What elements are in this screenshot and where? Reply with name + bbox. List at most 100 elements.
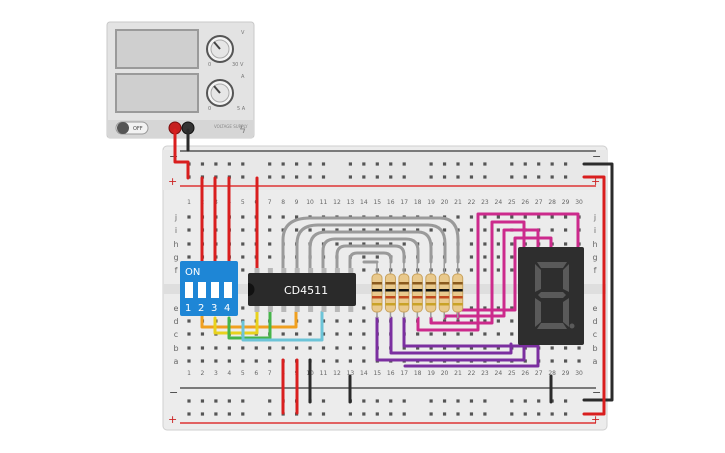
rail-hole[interactable] [187, 412, 191, 416]
breadboard-hole[interactable] [281, 346, 285, 350]
rail-hole[interactable] [375, 162, 379, 166]
rail-hole[interactable] [469, 175, 474, 179]
rail-hole[interactable] [469, 399, 474, 403]
breadboard-hole[interactable] [523, 359, 527, 363]
rail-hole[interactable] [321, 162, 326, 166]
breadboard-hole[interactable] [483, 306, 487, 310]
rail-hole[interactable] [564, 412, 568, 416]
rail-hole[interactable] [348, 162, 352, 166]
breadboard-hole[interactable] [564, 359, 568, 363]
rail-hole[interactable] [483, 175, 487, 179]
breadboard-hole[interactable] [268, 359, 272, 363]
breadboard-hole[interactable] [429, 332, 433, 336]
breadboard-hole[interactable] [348, 242, 352, 246]
rail-hole[interactable] [308, 412, 312, 416]
breadboard-hole[interactable] [577, 359, 581, 363]
current-knob[interactable] [206, 79, 234, 107]
breadboard-hole[interactable] [469, 228, 474, 232]
breadboard-hole[interactable] [564, 228, 568, 232]
wire-gray-arch-4[interactable] [321, 237, 420, 270]
rail-hole[interactable] [402, 162, 406, 166]
breadboard-hole[interactable] [483, 332, 487, 336]
rail-hole[interactable] [537, 162, 541, 166]
rail-hole[interactable] [510, 175, 514, 179]
breadboard-hole[interactable] [510, 255, 514, 259]
breadboard-hole[interactable] [241, 268, 245, 272]
breadboard-hole[interactable] [510, 215, 514, 219]
breadboard-hole[interactable] [496, 332, 500, 336]
breadboard-hole[interactable] [241, 346, 245, 350]
resistor[interactable] [371, 262, 383, 318]
rail-hole[interactable] [268, 175, 272, 179]
rail-hole[interactable] [200, 399, 205, 403]
breadboard-hole[interactable] [241, 228, 245, 232]
breadboard-hole[interactable] [510, 332, 514, 336]
breadboard-hole[interactable] [483, 242, 487, 246]
wire-red-right-loop[interactable] [582, 175, 606, 416]
wire-gray-arch-5[interactable] [335, 244, 406, 270]
breadboard-hole[interactable] [348, 319, 352, 323]
rail-hole[interactable] [241, 399, 245, 403]
rail-hole[interactable] [483, 162, 487, 166]
breadboard-hole[interactable] [295, 332, 299, 336]
rail-hole[interactable] [510, 399, 514, 403]
rail-hole[interactable] [281, 162, 285, 166]
breadboard-hole[interactable] [402, 242, 406, 246]
breadboard-hole[interactable] [375, 242, 379, 246]
breadboard-hole[interactable] [496, 346, 500, 350]
breadboard-hole[interactable] [496, 255, 500, 259]
breadboard-hole[interactable] [281, 332, 285, 336]
rail-hole[interactable] [227, 412, 231, 416]
wire-purple-1[interactable] [375, 316, 526, 362]
wire-gray-arch-1[interactable] [281, 216, 460, 270]
breadboard-hole[interactable] [335, 346, 339, 350]
rail-hole[interactable] [375, 412, 379, 416]
rail-hole[interactable] [241, 162, 245, 166]
breadboard-hole[interactable] [389, 242, 393, 246]
wire-yellow-bit[interactable] [213, 310, 259, 335]
dip-lever-3[interactable] [211, 282, 219, 298]
rail-hole[interactable] [456, 162, 460, 166]
breadboard-hole[interactable] [564, 346, 568, 350]
wire-purple-4[interactable] [403, 342, 540, 368]
breadboard-hole[interactable] [187, 346, 191, 350]
breadboard-hole[interactable] [187, 215, 191, 219]
rail-hole[interactable] [308, 162, 312, 166]
breadboard-hole[interactable] [362, 346, 366, 350]
resistor[interactable] [411, 262, 423, 318]
rail-hole[interactable] [281, 175, 285, 179]
breadboard-hole[interactable] [362, 332, 366, 336]
rail-hole[interactable] [442, 175, 447, 179]
breadboard-hole[interactable] [442, 346, 447, 350]
breadboard-hole[interactable] [187, 332, 191, 336]
rail-hole[interactable] [321, 175, 326, 179]
rail-hole[interactable] [564, 399, 568, 403]
breadboard-hole[interactable] [281, 215, 285, 219]
rail-hole[interactable] [537, 399, 541, 403]
breadboard-hole[interactable] [510, 319, 514, 323]
rail-hole[interactable] [268, 162, 272, 166]
wire-orange-bit[interactable] [200, 310, 298, 329]
rail-hole[interactable] [483, 412, 487, 416]
breadboard-hole[interactable] [268, 215, 272, 219]
breadboard-hole[interactable] [469, 215, 474, 219]
breadboard-hole[interactable] [550, 359, 554, 363]
breadboard-hole[interactable] [550, 346, 554, 350]
wire-green-bit[interactable] [227, 310, 272, 340]
rail-hole[interactable] [348, 412, 352, 416]
rail-hole[interactable] [523, 399, 527, 403]
resistor[interactable] [384, 262, 396, 318]
breadboard-hole[interactable] [577, 346, 581, 350]
wire-gray-arch-2[interactable] [295, 223, 447, 270]
breadboard-hole[interactable] [483, 268, 487, 272]
breadboard-hole[interactable] [483, 215, 487, 219]
rail-hole[interactable] [187, 399, 191, 403]
rail-hole[interactable] [537, 412, 541, 416]
breadboard-hole[interactable] [214, 359, 218, 363]
breadboard-hole[interactable] [564, 215, 568, 219]
breadboard-hole[interactable] [362, 319, 366, 323]
breadboard-hole[interactable] [200, 346, 205, 350]
breadboard-hole[interactable] [510, 242, 514, 246]
breadboard-hole[interactable] [200, 359, 205, 363]
breadboard-hole[interactable] [375, 228, 379, 232]
